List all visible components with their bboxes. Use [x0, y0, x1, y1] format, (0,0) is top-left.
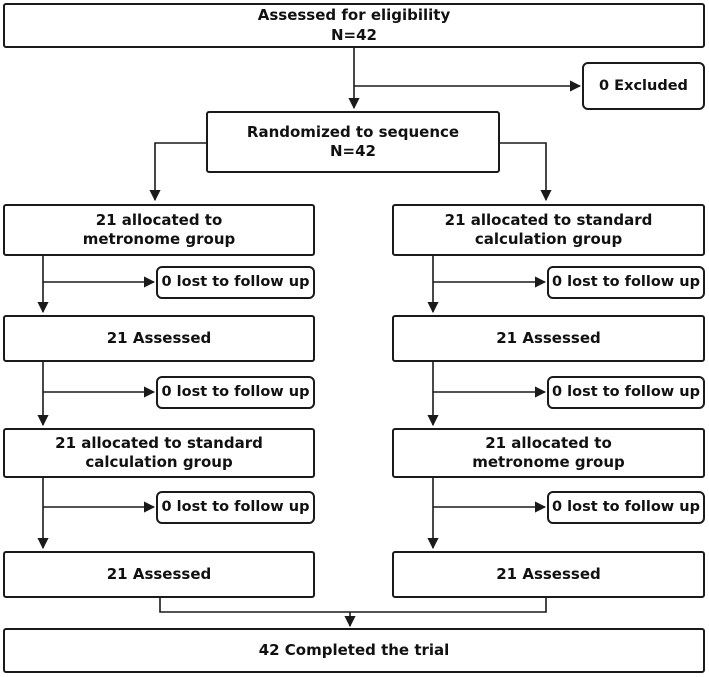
node-right-assessed1: 21 Assessed [392, 315, 705, 362]
node-randomized-line1: Randomized to sequence [246, 122, 460, 141]
node-left-lost1-line1: 0 lost to follow up [161, 274, 310, 291]
node-right-lost2: 0 lost to follow up [547, 376, 705, 409]
node-right-assessed2-line1: 21 Assessed [496, 564, 601, 583]
node-right-alloc2-line2: metronome group [472, 453, 625, 471]
node-right-lost1: 0 lost to follow up [547, 266, 705, 299]
node-excluded: 0 Excluded [582, 62, 705, 110]
node-left-alloc1: 21 allocated to metronome group [3, 204, 315, 256]
node-eligibility-line2: N=42 [331, 25, 377, 44]
node-left-lost2: 0 lost to follow up [156, 376, 315, 409]
node-left-assessed2-line1: 21 Assessed [106, 564, 212, 583]
node-right-lost1-line1: 0 lost to follow up [552, 274, 700, 291]
node-left-alloc2: 21 allocated to standard calculation gro… [3, 428, 315, 478]
node-left-alloc1-line2: metronome group [82, 230, 236, 248]
node-completed: 42 Completed the trial [3, 628, 705, 673]
arrow-randomized-to-right [500, 142, 552, 202]
node-right-lost3-line1: 0 lost to follow up [552, 499, 700, 516]
node-left-lost2-line1: 0 lost to follow up [161, 384, 310, 401]
node-completed-line1: 42 Completed the trial [258, 640, 450, 659]
node-randomized-line2: N=42 [330, 142, 376, 160]
node-left-lost3-line1: 0 lost to follow up [161, 499, 310, 516]
node-left-assessed1-line1: 21 Assessed [106, 328, 212, 347]
node-right-alloc1-line1: 21 allocated to standard [444, 210, 653, 229]
node-right-alloc2-line1: 21 allocated to [485, 433, 612, 452]
node-right-alloc1: 21 allocated to standard calculation gro… [392, 204, 705, 256]
node-right-lost3: 0 lost to follow up [547, 491, 705, 524]
node-right-alloc1-line2: calculation group [474, 230, 623, 248]
node-excluded-line1: 0 Excluded [599, 77, 688, 94]
node-eligibility: Assessed for eligibility N=42 [3, 3, 705, 48]
node-randomized: Randomized to sequence N=42 [206, 111, 500, 173]
node-right-assessed1-line1: 21 Assessed [496, 328, 601, 347]
node-left-assessed2: 21 Assessed [3, 551, 315, 598]
node-right-assessed2: 21 Assessed [392, 551, 705, 598]
node-left-lost3: 0 lost to follow up [156, 491, 315, 524]
node-left-alloc1-line1: 21 allocated to [95, 210, 223, 229]
node-left-lost1: 0 lost to follow up [156, 266, 315, 299]
arrow-randomized-to-left [149, 142, 206, 202]
node-left-alloc2-line2: calculation group [85, 453, 233, 471]
node-left-assessed1: 21 Assessed [3, 315, 315, 362]
node-right-alloc2: 21 allocated to metronome group [392, 428, 705, 478]
node-left-alloc2-line1: 21 allocated to standard [55, 433, 263, 452]
node-eligibility-line1: Assessed for eligibility [257, 6, 451, 24]
node-right-lost2-line1: 0 lost to follow up [552, 384, 700, 401]
merge-line [159, 598, 547, 613]
